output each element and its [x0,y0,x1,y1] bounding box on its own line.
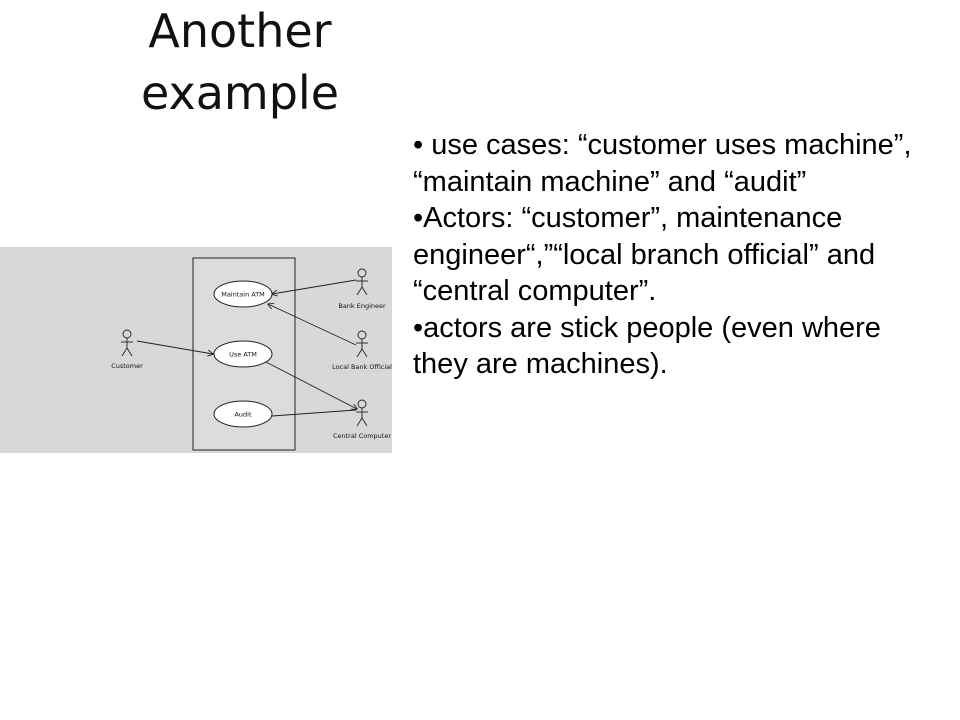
bullet-actors: •Actors: “customer”, maintenance enginee… [413,202,876,307]
actor-central-computer [356,399,368,427]
use-case-label: Audit [234,411,251,419]
association-official-maintain-atm [268,304,357,346]
actor-label: Central Computer [333,432,391,440]
bullet-use-cases: • use cases: “customer uses machine”, “m… [413,129,912,198]
use-case-label: Maintain ATM [221,291,265,299]
use-case-use-atm: Use ATM [213,340,273,368]
use-case-diagram: Maintain ATM Use ATM Audit Customer [0,247,392,453]
stick-person-icon [122,329,132,339]
use-case-diagram-svg: Maintain ATM Use ATM Audit Customer [111,257,392,451]
actor-local-bank-official [356,330,368,358]
title-line-1: Another [148,4,332,58]
actor-bank-engineer [356,268,368,296]
association-use-atm-central [265,361,357,409]
stick-person-icon [357,399,367,409]
slide-title: Another example [120,0,360,124]
stick-person-icon [357,268,367,278]
title-line-2: example [141,66,339,120]
stick-person-icon [357,330,367,340]
association-customer-use-atm [136,340,213,354]
use-case-audit: Audit [213,400,273,428]
bullet-stick-people: •actors are stick people (even where the… [413,311,881,381]
actor-label: Local Bank Official [332,363,392,371]
actor-label: Customer [111,362,143,370]
use-case-label: Use ATM [229,351,257,359]
actor-label: Bank Engineer [338,302,386,310]
use-case-maintain-atm: Maintain ATM [213,280,273,308]
association-engineer-maintain-atm [272,279,357,294]
association-audit-central [271,409,357,417]
bullet-list: • use cases: “customer uses machine”, “m… [413,127,913,383]
actor-customer [121,329,133,357]
